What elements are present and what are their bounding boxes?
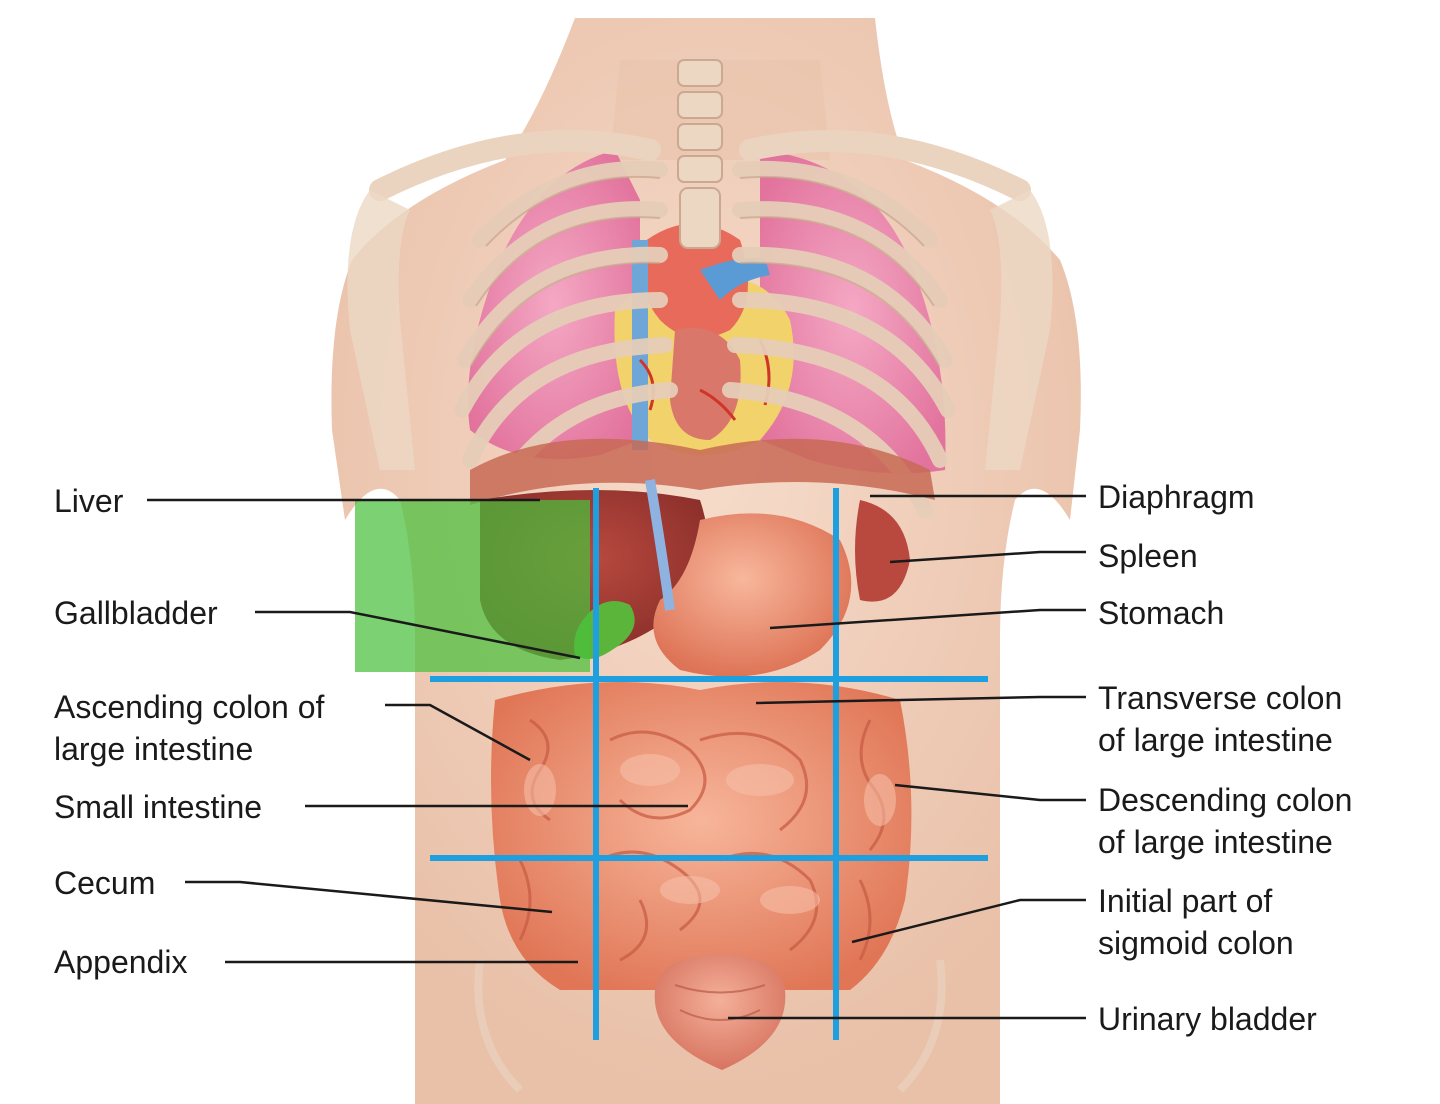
region-grid-lines: [430, 488, 988, 1040]
label-spleen: Spleen: [1098, 535, 1198, 577]
label-sigmoid-colon: Initial part of sigmoid colon: [1098, 880, 1294, 964]
label-transverse-colon-line-1: Transverse colon: [1098, 680, 1343, 716]
leader-gallbladder: [255, 610, 581, 660]
label-descending-colon-line-2: of large intestine: [1098, 824, 1333, 860]
label-diaphragm: Diaphragm: [1098, 476, 1255, 518]
spine: [677, 59, 723, 249]
label-ascending-colon: Ascending colon of large intestine: [54, 686, 324, 770]
label-stomach: Stomach: [1098, 592, 1224, 634]
pelvis: [474, 959, 946, 1093]
label-descending-colon-line-1: Descending colon: [1098, 782, 1353, 818]
label-urinary-bladder: Urinary bladder: [1098, 998, 1317, 1040]
label-liver: Liver: [54, 480, 123, 522]
label-gallbladder-line-1: Gallbladder: [54, 595, 218, 631]
bladder-detail: [674, 984, 766, 1021]
leader-lines: [147, 494, 1086, 1020]
leader-spleen: [889, 550, 1086, 564]
label-appendix-line-1: Appendix: [54, 944, 188, 980]
large-intestine-frame: [491, 682, 912, 990]
label-small-intestine: Small intestine: [54, 786, 262, 828]
intestine-highlights: [524, 754, 896, 914]
label-transverse-colon-line-2: of large intestine: [1098, 722, 1333, 758]
label-appendix: Appendix: [54, 941, 187, 983]
label-sigmoid-colon-line-1: Initial part of: [1098, 883, 1273, 919]
label-urinary-bladder-line-1: Urinary bladder: [1098, 1001, 1317, 1037]
label-stomach-line-1: Stomach: [1098, 595, 1225, 631]
label-ascending-colon-line-2: large intestine: [54, 731, 254, 767]
leader-stomach: [769, 608, 1086, 630]
esophagus: [645, 479, 675, 611]
label-cecum-line-1: Cecum: [54, 865, 156, 901]
leader-ascending-colon: [385, 703, 531, 762]
spleen-organ: [855, 500, 910, 602]
clavicles: [369, 130, 1031, 201]
leader-sigmoid-colon: [851, 898, 1086, 944]
highlight-box: [355, 500, 590, 672]
right-humerus: [985, 190, 1053, 470]
label-descending-colon: Descending colon of large intestine: [1098, 779, 1352, 863]
label-transverse-colon: Transverse colon of large intestine: [1098, 677, 1342, 761]
leader-descending-colon: [894, 783, 1086, 802]
label-spleen-line-1: Spleen: [1098, 538, 1198, 574]
stomach-organ: [653, 513, 852, 677]
bladder-organ: [654, 955, 786, 1070]
left-humerus: [347, 190, 415, 470]
leader-cecum: [185, 880, 553, 914]
label-small-intestine-line-1: Small intestine: [54, 789, 263, 825]
label-sigmoid-colon-line-2: sigmoid colon: [1098, 925, 1294, 961]
label-diaphragm-line-1: Diaphragm: [1098, 479, 1255, 515]
label-gallbladder: Gallbladder: [54, 592, 218, 634]
right-lung: [468, 150, 640, 460]
label-liver-line-1: Liver: [54, 483, 124, 519]
rib-outline: [470, 175, 940, 367]
label-cecum: Cecum: [54, 862, 155, 904]
leader-transverse-colon: [755, 695, 1086, 705]
diaphragm-muscle: [470, 438, 935, 505]
label-ascending-colon-line-1: Ascending colon of: [54, 689, 325, 725]
